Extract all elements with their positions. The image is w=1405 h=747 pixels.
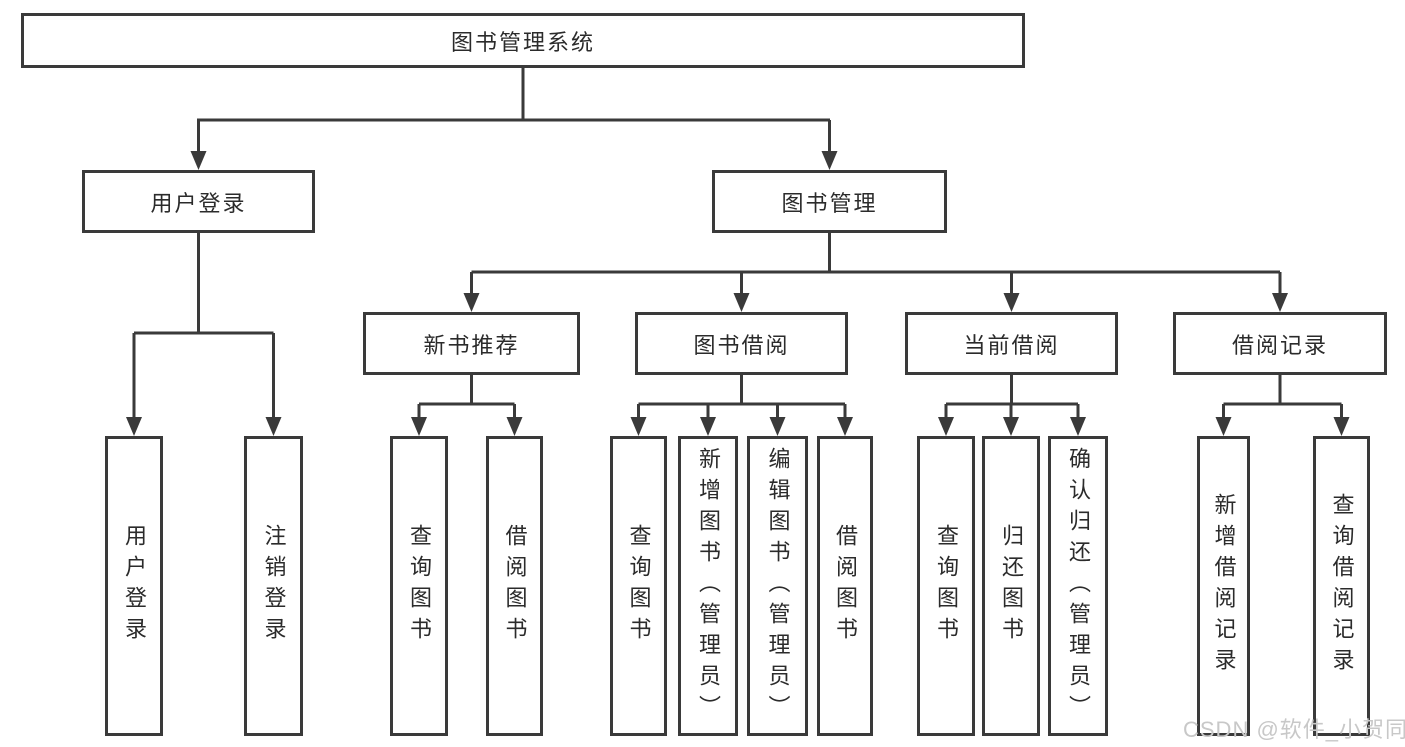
leaf-add-books-admin: 新增图书（管理员） xyxy=(678,436,738,736)
leaf-return-books: 归还图书 xyxy=(982,436,1040,736)
node-new-book-recommend: 新书推荐 xyxy=(363,312,580,375)
node-library-system: 图书管理系统 xyxy=(21,13,1025,68)
connector-new-book-recommend-to-leaves xyxy=(411,375,523,436)
leaf-logout: 注销登录 xyxy=(244,436,303,736)
node-user-login: 用户登录 xyxy=(82,170,315,233)
leaf-edit-books-admin: 编辑图书（管理员） xyxy=(747,436,808,736)
leaf-query-books-borrow: 查询图书 xyxy=(610,436,667,736)
csdn-watermark: CSDN @软件_小贺同学 xyxy=(1183,717,1405,742)
leaf-borrow-books: 借阅图书 xyxy=(817,436,873,736)
connector-current-borrow-to-leaves xyxy=(938,375,1086,436)
leaf-confirm-return-admin: 确认归还（管理员） xyxy=(1048,436,1108,736)
leaf-query-borrow-record: 查询借阅记录 xyxy=(1313,436,1370,736)
node-borrow-records: 借阅记录 xyxy=(1173,312,1387,375)
node-book-borrow: 图书借阅 xyxy=(635,312,848,375)
node-current-borrow: 当前借阅 xyxy=(905,312,1118,375)
connector-root-to-level2 xyxy=(190,68,838,170)
connector-user-login-to-leaves xyxy=(126,233,282,436)
leaf-query-books-current: 查询图书 xyxy=(917,436,975,736)
connector-book-management-to-level3 xyxy=(463,233,1288,312)
leaf-user-login: 用户登录 xyxy=(105,436,163,736)
connector-book-borrow-to-leaves xyxy=(630,375,853,436)
leaf-query-books-recommend: 查询图书 xyxy=(390,436,448,736)
leaf-borrow-books-recommend: 借阅图书 xyxy=(486,436,543,736)
node-book-management: 图书管理 xyxy=(712,170,947,233)
connector-borrow-records-to-leaves xyxy=(1215,375,1350,436)
leaf-add-borrow-record: 新增借阅记录 xyxy=(1197,436,1250,736)
